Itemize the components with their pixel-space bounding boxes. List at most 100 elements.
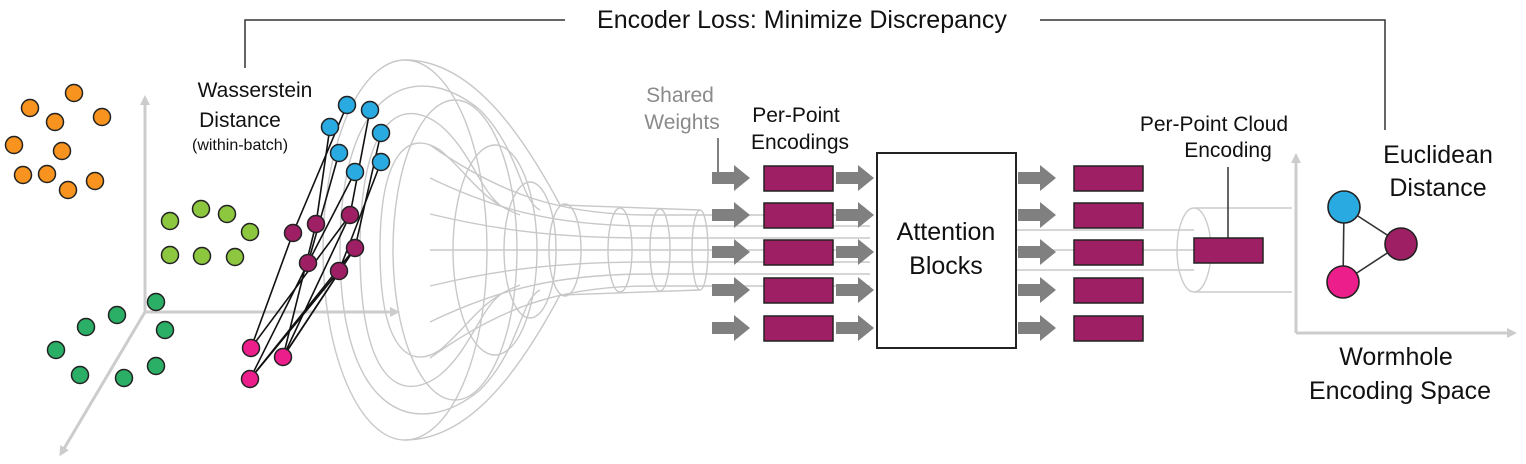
per-point-encoding-bar bbox=[763, 165, 834, 192]
attended-encoding-bar bbox=[1073, 202, 1144, 229]
wormhole-contour bbox=[359, 249, 501, 388]
purple-point bbox=[298, 253, 318, 273]
input-arrow bbox=[712, 277, 750, 303]
purple-point bbox=[283, 223, 303, 243]
attention-label-line1: Attention bbox=[897, 218, 996, 246]
input-space-axes bbox=[59, 95, 400, 457]
wasserstein-note: (within-batch) bbox=[192, 137, 288, 154]
from-attention-arrow bbox=[1018, 315, 1056, 341]
shared-weights-line2: Weights bbox=[644, 111, 719, 134]
matching-line bbox=[354, 132, 382, 249]
attended-encoding-bar bbox=[1073, 165, 1144, 192]
purple-point bbox=[306, 214, 326, 234]
input-arrow bbox=[712, 315, 750, 341]
matching-line bbox=[282, 214, 351, 358]
light-green-point bbox=[191, 199, 211, 219]
orange-point bbox=[20, 98, 40, 118]
matching-line bbox=[250, 232, 294, 349]
wormhole-outline bbox=[404, 289, 701, 441]
per-point-encoding-bar bbox=[763, 277, 834, 304]
matching-line bbox=[249, 270, 340, 380]
green-point bbox=[155, 320, 175, 340]
matching-line bbox=[249, 262, 309, 380]
matching-line bbox=[292, 104, 348, 234]
matching-line bbox=[307, 152, 340, 264]
orange-point bbox=[52, 141, 72, 161]
light-green-point bbox=[160, 245, 180, 265]
wormhole-contour bbox=[339, 249, 541, 415]
wasserstein-matching-lines bbox=[240, 95, 391, 389]
green-point bbox=[146, 292, 166, 312]
wormhole-wireframe bbox=[322, 59, 1194, 441]
wasserstein-label-line2: Distance bbox=[199, 109, 281, 132]
per-point-encoding-bar bbox=[763, 315, 834, 342]
to-attention-arrow bbox=[836, 239, 874, 265]
wormhole-streamline bbox=[429, 213, 870, 239]
matching-line bbox=[315, 126, 331, 225]
matching-line bbox=[349, 109, 371, 216]
input-point-clouds bbox=[4, 83, 260, 388]
per-point-encodings-line2: Encodings bbox=[751, 131, 849, 154]
blue-point bbox=[345, 162, 365, 182]
pink-point bbox=[240, 369, 260, 389]
pink-point bbox=[241, 338, 261, 358]
light-green-point bbox=[240, 222, 260, 242]
per-point-encodings-line1: Per-Point bbox=[752, 104, 840, 127]
matching-line bbox=[338, 161, 382, 272]
blue-point bbox=[371, 123, 391, 143]
cloud-encoding-line1: Per-Point Cloud bbox=[1140, 113, 1288, 136]
per-point-encoding-bar bbox=[763, 239, 834, 266]
wormhole-streamline bbox=[429, 273, 870, 323]
orange-point bbox=[85, 171, 105, 191]
pink-point bbox=[273, 347, 293, 367]
from-attention-arrow bbox=[1018, 202, 1056, 228]
wormhole-contour bbox=[359, 112, 501, 251]
light-green-point bbox=[225, 247, 245, 267]
matching-line bbox=[250, 214, 351, 349]
purple-point bbox=[345, 238, 365, 258]
from-attention-arrow bbox=[1018, 165, 1056, 191]
wasserstein-label-line1: Wasserstein bbox=[198, 79, 313, 102]
blue-point bbox=[371, 152, 391, 172]
attended-encoding-bar bbox=[1073, 277, 1144, 304]
encoder-pipeline bbox=[712, 165, 1144, 342]
green-point bbox=[107, 305, 127, 325]
matching-line bbox=[307, 171, 356, 264]
shared-weights-line1: Shared bbox=[646, 84, 714, 107]
light-green-point bbox=[160, 211, 180, 231]
euclidean-triangle bbox=[1326, 190, 1418, 299]
encoding-space-axes bbox=[1291, 153, 1517, 338]
cloud-encoding-bar bbox=[1193, 237, 1264, 264]
to-attention-arrow bbox=[836, 202, 874, 228]
light-green-point bbox=[217, 204, 237, 224]
wormhole-outline bbox=[404, 59, 701, 211]
green-point bbox=[70, 365, 90, 385]
per-point-encoding-bar bbox=[763, 202, 834, 229]
green-point bbox=[146, 356, 166, 376]
light-green-point bbox=[192, 246, 212, 266]
wormhole-streamline bbox=[429, 285, 870, 359]
blue-point bbox=[329, 143, 349, 163]
input-arrow bbox=[712, 239, 750, 265]
orange-point bbox=[13, 165, 33, 185]
cloud-encoding-line2: Encoding bbox=[1184, 139, 1272, 162]
input-arrow bbox=[712, 165, 750, 191]
attention-label-line2: Blocks bbox=[909, 252, 983, 280]
purple-point bbox=[340, 205, 360, 225]
to-attention-arrow bbox=[836, 315, 874, 341]
orange-point bbox=[58, 180, 78, 200]
orange-point bbox=[92, 107, 112, 127]
blue-point bbox=[320, 117, 340, 137]
euclidean-label-line1: Euclidean bbox=[1383, 141, 1493, 169]
orange-point bbox=[37, 164, 57, 184]
to-attention-arrow bbox=[836, 165, 874, 191]
wormhole-contour bbox=[339, 85, 541, 251]
green-point bbox=[114, 368, 134, 388]
orange-point bbox=[45, 112, 65, 132]
to-attention-arrow bbox=[836, 277, 874, 303]
from-attention-arrow bbox=[1018, 277, 1056, 303]
wormhole-streamline bbox=[429, 261, 870, 287]
attention-blocks-box bbox=[876, 152, 1017, 349]
encoded-point-pink bbox=[1326, 265, 1360, 299]
